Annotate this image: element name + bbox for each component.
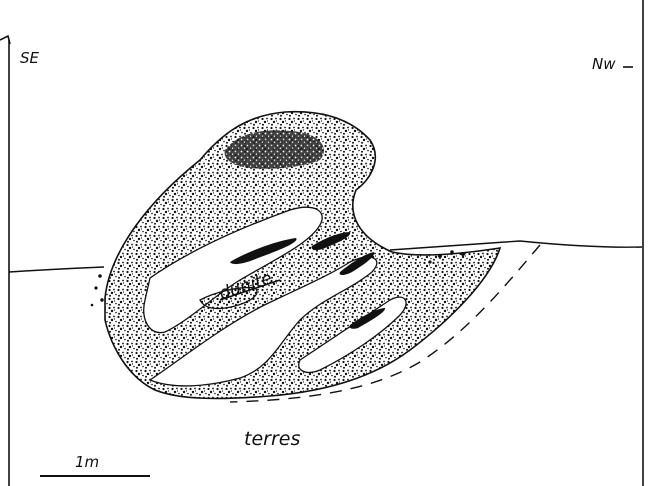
terres-label: terres <box>244 428 300 450</box>
right-orientation-label: Nw <box>592 55 616 73</box>
scale-label: 1m <box>75 453 99 471</box>
left-orientation-label: SE <box>20 49 40 67</box>
